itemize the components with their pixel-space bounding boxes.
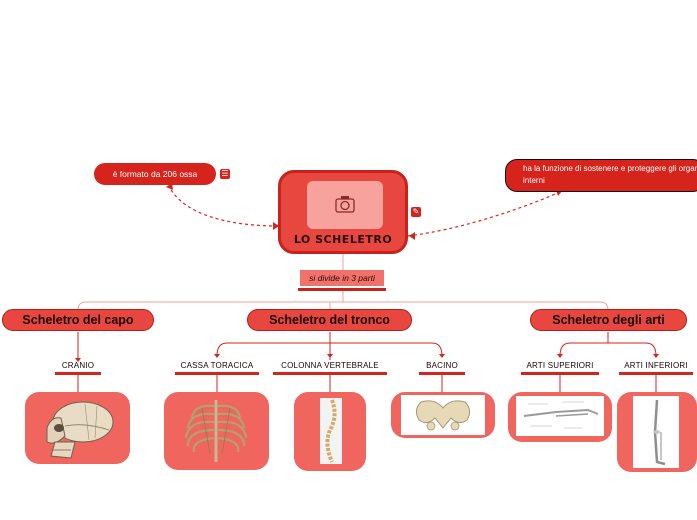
leaf-bacino-label: BACINO	[426, 361, 458, 370]
leaf-cranio[interactable]: CRANIO	[48, 361, 108, 370]
link-left-note	[169, 187, 279, 227]
note-206-bones[interactable]: è formato da 206 ossa	[94, 163, 216, 185]
note-left-text: è formato da 206 ossa	[112, 169, 198, 179]
branch-tronco[interactable]: Scheletro del tronco	[247, 309, 412, 331]
subtitle-text: si divide in 3 parti	[309, 273, 375, 283]
skull-image	[46, 401, 114, 459]
arrow-left-central	[273, 222, 279, 230]
leaf-cranio-label: CRANIO	[61, 361, 95, 370]
leaf-inferiori-underline	[619, 372, 693, 375]
colonna-image-card[interactable]	[294, 392, 366, 471]
leaf-bacino[interactable]: BACINO	[416, 361, 468, 370]
link-right-note	[407, 191, 561, 237]
arti-inferiori-image-card[interactable]	[617, 392, 697, 472]
leaf-arti-superiori[interactable]: ARTI SUPERIORI	[518, 361, 602, 370]
leaf-inferiori-label: ARTI INFERIORI	[624, 361, 688, 370]
subtitle-node[interactable]: si divide in 3 parti	[300, 270, 384, 286]
arti-superiori-image-card[interactable]	[508, 392, 612, 442]
central-topic[interactable]: LO SCHELETRO	[278, 170, 408, 254]
central-title: LO SCHELETRO	[293, 233, 393, 246]
note-right-text: ha la funzione di sostenere e proteggere…	[523, 164, 697, 185]
leaf-colonna-underline	[273, 372, 387, 375]
leaf-superiori-label: ARTI SUPERIORI	[526, 361, 594, 370]
branch-capo-label: Scheletro del capo	[22, 313, 134, 327]
notes-icon[interactable]: ☰	[220, 169, 230, 179]
arm-bones-image	[523, 401, 599, 429]
leaf-cassa-toracica[interactable]: CASSA TORACICA	[172, 361, 262, 370]
leaf-colonna-label: COLONNA VERTEBRALE	[281, 361, 379, 370]
subtitle-underline	[298, 288, 386, 291]
note-function[interactable]: ha la funzione di sostenere e proteggere…	[505, 159, 697, 192]
cranio-image-card[interactable]	[25, 392, 130, 464]
spine-image	[325, 399, 337, 463]
branch-tronco-label: Scheletro del tronco	[269, 313, 390, 327]
leaf-cassa-label: CASSA TORACICA	[180, 361, 254, 370]
leg-bones-image	[653, 399, 666, 466]
arrow-right-central	[409, 232, 415, 240]
leaf-cassa-underline	[175, 372, 259, 375]
leaf-colonna-vertebrale[interactable]: COLONNA VERTEBRALE	[272, 361, 388, 370]
ribcage-image	[184, 400, 248, 462]
edit-icon[interactable]: ✎	[411, 207, 421, 217]
bacino-image-card[interactable]	[391, 392, 495, 438]
leaf-arrowheads	[75, 354, 659, 362]
cassa-toracica-image-card[interactable]	[164, 392, 269, 470]
leaf-bacino-underline	[419, 372, 465, 375]
leaf-superiori-underline	[521, 372, 599, 375]
branch-capo[interactable]: Scheletro del capo	[2, 309, 154, 331]
photo-placeholder[interactable]	[307, 181, 383, 229]
pelvis-image	[415, 400, 471, 431]
bar-arti	[559, 342, 657, 357]
leaf-cranio-underline	[55, 372, 101, 375]
leaf-arti-inferiori[interactable]: ARTI INFERIORI	[616, 361, 696, 370]
branch-arti[interactable]: Scheletro degli arti	[530, 309, 687, 331]
camera-icon	[335, 196, 355, 213]
branch-bar	[77, 301, 609, 311]
branch-arti-label: Scheletro degli arti	[552, 313, 665, 327]
